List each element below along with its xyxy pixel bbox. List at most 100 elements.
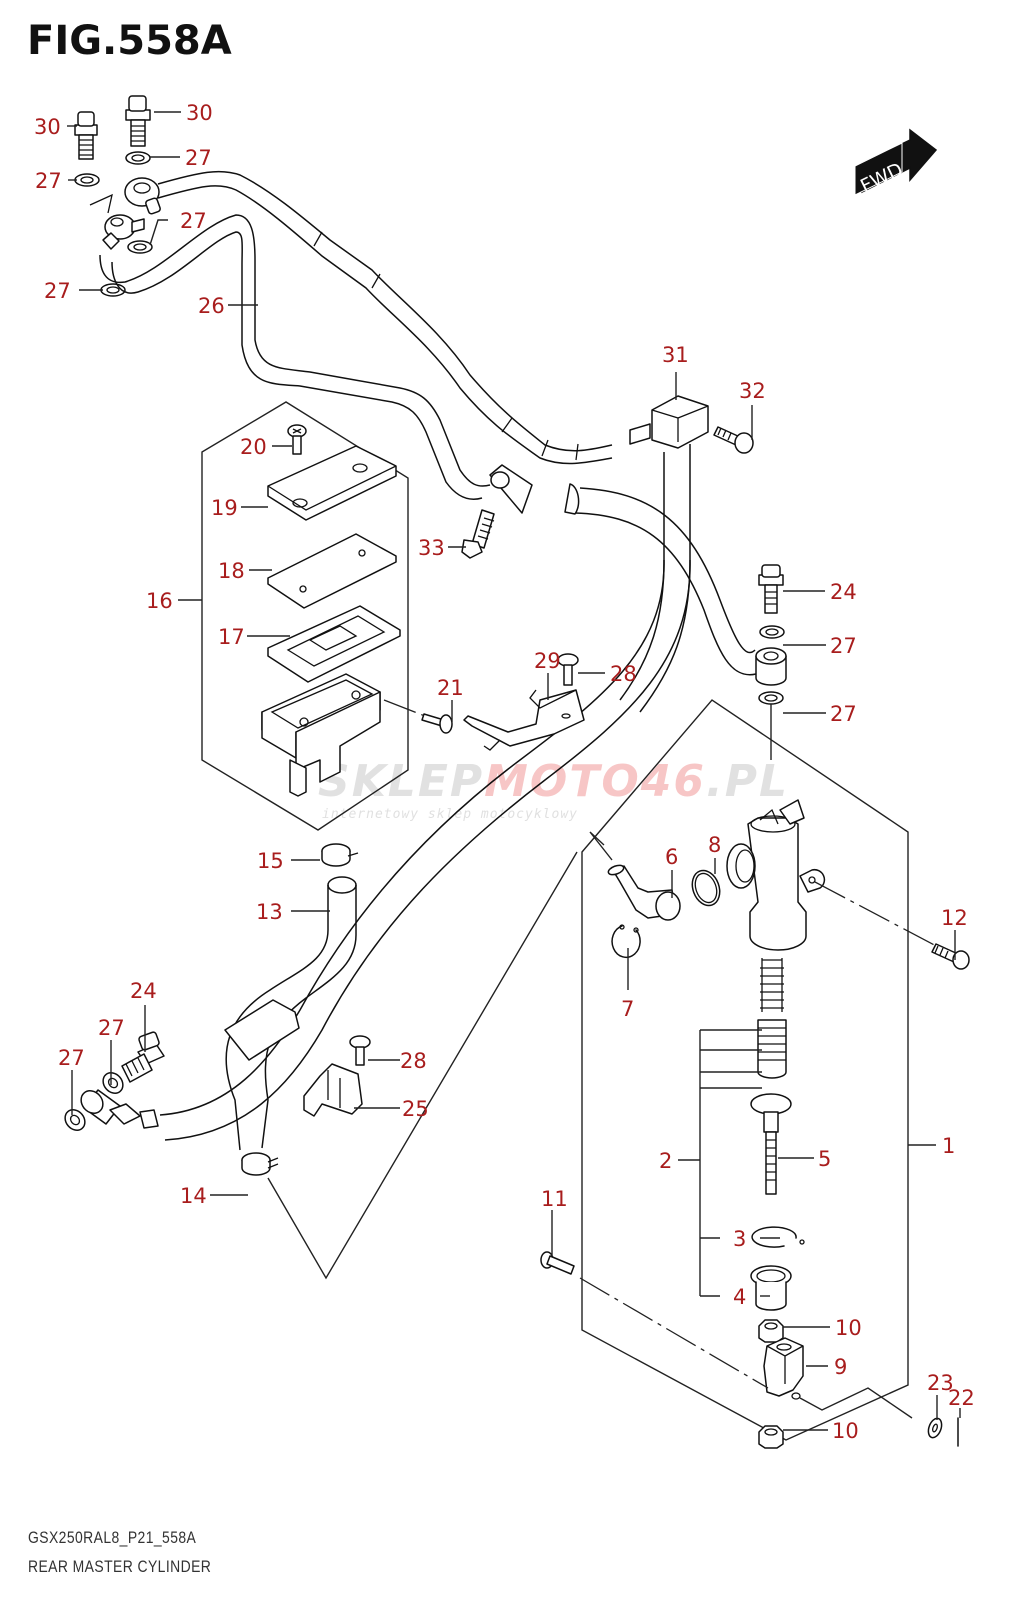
callout-19: 19 bbox=[211, 496, 238, 520]
assembly-line bbox=[579, 1277, 769, 1389]
callout-26: 26 bbox=[198, 294, 225, 318]
bracket-29 bbox=[463, 689, 585, 751]
callout-27: 27 bbox=[830, 634, 857, 658]
spring bbox=[760, 958, 784, 1012]
callout-11: 11 bbox=[541, 1187, 568, 1211]
circlip-3 bbox=[751, 1226, 805, 1248]
reservoir-hose-13 bbox=[224, 876, 357, 1151]
callout-31: 31 bbox=[662, 343, 689, 367]
bolt-32 bbox=[713, 426, 754, 454]
clamp-14 bbox=[241, 1152, 279, 1176]
clamp-15 bbox=[321, 843, 359, 867]
callout-1: 1 bbox=[942, 1134, 955, 1158]
callout-15: 15 bbox=[257, 849, 284, 873]
cap-plate-18 bbox=[267, 533, 397, 609]
callout-17: 17 bbox=[218, 625, 245, 649]
washer bbox=[102, 1072, 124, 1094]
banjo-fitting-right bbox=[755, 647, 787, 686]
reservoir-cap-19 bbox=[267, 445, 397, 521]
washer bbox=[125, 151, 151, 165]
banjo-bolt-24-left bbox=[121, 1031, 165, 1083]
callout-labels: 30 30 27 27 27 27 26 31 32 20 19 18 16 1… bbox=[34, 101, 975, 1443]
watermark-brand-red: MOTO46 bbox=[484, 756, 706, 807]
brake-hose-26 bbox=[99, 170, 613, 500]
callout-14: 14 bbox=[180, 1184, 207, 1208]
fwd-arrow-icon: FWD bbox=[854, 128, 938, 198]
callout-22: 22 bbox=[948, 1386, 975, 1410]
callout-6: 6 bbox=[665, 845, 678, 869]
watermark-brand-suffix: .PL bbox=[706, 756, 789, 807]
callout-12: 12 bbox=[941, 906, 968, 930]
callout-27: 27 bbox=[58, 1046, 85, 1070]
banjo-bolt-left bbox=[74, 111, 98, 160]
assembly-line bbox=[799, 1387, 913, 1419]
callout-30: 30 bbox=[34, 115, 61, 139]
banjo-fitting-left bbox=[80, 1089, 159, 1129]
callout-2: 2 bbox=[659, 1149, 672, 1173]
callout-27: 27 bbox=[830, 702, 857, 726]
callout-3: 3 bbox=[733, 1227, 746, 1251]
callout-30: 30 bbox=[186, 101, 213, 125]
callout-7: 7 bbox=[621, 997, 634, 1021]
callout-27: 27 bbox=[35, 169, 62, 193]
watermark-tagline: internetowy sklep motocyklowy bbox=[322, 807, 578, 822]
callout-21: 21 bbox=[437, 676, 464, 700]
callout-29: 29 bbox=[534, 649, 561, 673]
nut-10-upper bbox=[758, 1319, 784, 1343]
washer-23 bbox=[927, 1417, 943, 1439]
reservoir-group-outline bbox=[201, 401, 409, 831]
model-code: GSX250RAL8_P21_558A bbox=[28, 1528, 197, 1547]
hose-joint-6 bbox=[607, 864, 681, 921]
callout-24: 24 bbox=[830, 580, 857, 604]
callout-4: 4 bbox=[733, 1285, 746, 1309]
hose-clamp-25 bbox=[303, 1063, 363, 1117]
diaphragm-17 bbox=[267, 605, 401, 683]
assembly-line bbox=[589, 831, 613, 861]
callout-28: 28 bbox=[610, 662, 637, 686]
assembly-line bbox=[814, 881, 941, 949]
washer bbox=[64, 1109, 86, 1131]
callout-16: 16 bbox=[146, 589, 173, 613]
figure-title: FIG.558A bbox=[27, 18, 232, 64]
banjo-fitting-lower bbox=[102, 214, 145, 250]
assembly-line bbox=[267, 851, 578, 1280]
washer bbox=[74, 173, 100, 187]
callout-27: 27 bbox=[44, 279, 71, 303]
callout-25: 25 bbox=[402, 1097, 429, 1121]
brake-hose-right bbox=[489, 464, 757, 676]
boot-4 bbox=[750, 1265, 792, 1311]
nut-10-lower bbox=[758, 1425, 784, 1449]
screw-21 bbox=[383, 699, 453, 734]
callout-33: 33 bbox=[418, 536, 445, 560]
brake-hose-lower bbox=[159, 559, 691, 1141]
screw-20 bbox=[287, 424, 307, 455]
callout-27: 27 bbox=[98, 1016, 125, 1040]
callout-10: 10 bbox=[835, 1316, 862, 1340]
callout-13: 13 bbox=[256, 900, 283, 924]
washer bbox=[759, 625, 785, 639]
watermark-brand: SKLEPMOTO46.PL bbox=[318, 756, 789, 807]
o-ring-8 bbox=[691, 869, 721, 907]
callout-9: 9 bbox=[834, 1355, 847, 1379]
callout-5: 5 bbox=[818, 1147, 831, 1171]
watermark-brand-gray: SKLEP bbox=[318, 756, 484, 807]
bolt-12 bbox=[931, 943, 970, 970]
callout-23: 23 bbox=[927, 1371, 954, 1395]
banjo-fitting-upper bbox=[124, 177, 161, 215]
piston-cups bbox=[757, 1019, 787, 1079]
washer bbox=[758, 691, 784, 705]
banjo-bolt-24-right bbox=[758, 564, 784, 614]
callout-24: 24 bbox=[130, 979, 157, 1003]
clevis-9 bbox=[763, 1337, 804, 1400]
watermark: SKLEPMOTO46.PL internetowy sklep motocyk… bbox=[318, 756, 789, 822]
diagram-name: REAR MASTER CYLINDER bbox=[28, 1557, 212, 1576]
leader-lines bbox=[67, 111, 961, 1431]
pin-11 bbox=[540, 1251, 575, 1275]
banjo-bolt-right bbox=[125, 95, 151, 147]
callout-32: 32 bbox=[739, 379, 766, 403]
callout-18: 18 bbox=[218, 559, 245, 583]
reservoir-body bbox=[261, 673, 381, 797]
callout-27: 27 bbox=[180, 209, 207, 233]
bolt-33 bbox=[461, 509, 495, 559]
